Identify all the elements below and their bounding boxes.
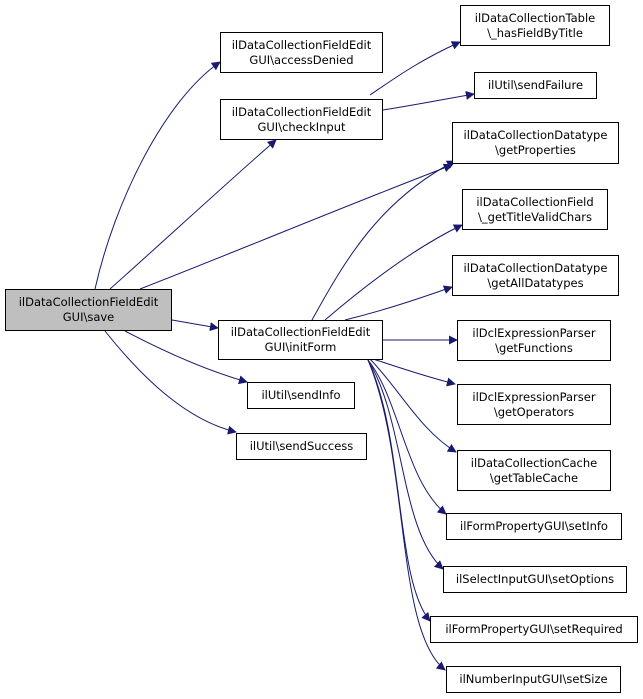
node-get-all-datatypes-line1: ilDataCollectionDatatype (463, 260, 608, 275)
edge-init-form-get-all-datatypes (344, 285, 453, 321)
edge-save-get-properties (139, 163, 453, 290)
node-get-operators-line1: ilDclExpressionParser (472, 389, 596, 404)
node-get-operators-line2: \getOperators (493, 404, 575, 419)
node-get-title-valid-chars[interactable]: ilDataCollectionField \_getTitleValidCha… (462, 189, 608, 230)
node-get-all-datatypes-line2: \getAllDatatypes (487, 275, 584, 290)
edge-check-input-has-field-by-title (369, 41, 461, 96)
node-get-properties-line2: \getProperties (495, 143, 576, 157)
node-save-line1: ilDataCollectionFieldEdit (18, 295, 159, 309)
edge-init-form-set-required (367, 359, 431, 622)
edge-init-form-get-operators (369, 357, 456, 387)
node-set-info-line1: ilFormPropertyGUI\setInfo (460, 519, 608, 533)
node-set-options-line1: ilSelectInputGUI\setOptions (455, 572, 615, 586)
node-init-form[interactable]: ilDataCollectionFieldEdit GUI\initForm (218, 320, 383, 360)
node-has-field-by-title-line1: ilDataCollectionTable (474, 10, 596, 25)
edge-save-send-info (124, 330, 248, 385)
node-access-denied-line1: ilDataCollectionFieldEdit (231, 37, 372, 52)
node-set-size[interactable]: ilNumberInputGUI\setSize (446, 666, 621, 693)
node-get-functions-line1: ilDclExpressionParser (472, 325, 596, 340)
node-save[interactable]: ilDataCollectionFieldEdit GUI\save (5, 289, 172, 331)
edge-save-send-success (104, 330, 237, 435)
edge-init-form-get-properties (311, 160, 456, 321)
node-send-success[interactable]: ilUtil\sendSuccess (236, 433, 367, 460)
node-send-failure[interactable]: ilUtil\sendFailure (474, 72, 597, 99)
node-init-form-line1: ilDataCollectionFieldEdit (230, 325, 371, 339)
edge-save-access-denied (94, 61, 221, 290)
node-get-functions[interactable]: ilDclExpressionParser \getFunctions (457, 320, 611, 361)
node-check-input-line2: GUI\checkInput (257, 119, 346, 134)
edge-init-form-set-info (367, 359, 447, 515)
node-get-functions-line2: \getFunctions (495, 340, 573, 355)
node-get-table-cache[interactable]: ilDataCollectionCache \getTableCache (457, 450, 611, 491)
edge-init-form-get-title-valid-chars (324, 224, 463, 321)
node-get-operators[interactable]: ilDclExpressionParser \getOperators (457, 384, 611, 425)
node-get-table-cache-line2: \getTableCache (489, 470, 579, 485)
node-send-failure-line1: ilUtil\sendFailure (487, 78, 584, 92)
node-get-title-valid-chars-line2: \_getTitleValidChars (478, 209, 592, 224)
node-check-input-line1: ilDataCollectionFieldEdit (231, 104, 372, 119)
node-send-success-line1: ilUtil\sendSuccess (249, 439, 354, 453)
node-get-all-datatypes[interactable]: ilDataCollectionDatatype \getAllDatatype… (452, 255, 619, 296)
node-set-size-line1: ilNumberInputGUI\setSize (459, 672, 608, 686)
node-set-info[interactable]: ilFormPropertyGUI\setInfo (446, 513, 622, 540)
node-has-field-by-title[interactable]: ilDataCollectionTable \_hasFieldByTitle (460, 5, 610, 46)
node-get-table-cache-line1: ilDataCollectionCache (470, 455, 598, 470)
edge-init-form-get-table-cache (369, 358, 457, 453)
edge-init-form-set-options (367, 359, 444, 570)
edge-save-init-form (171, 319, 219, 332)
node-send-info[interactable]: ilUtil\sendInfo (247, 382, 355, 409)
node-send-info-line1: ilUtil\sendInfo (261, 388, 341, 402)
node-get-properties-line1: ilDataCollectionDatatype (463, 128, 608, 142)
node-get-properties[interactable]: ilDataCollectionDatatype \getProperties (452, 122, 619, 164)
node-set-required[interactable]: ilFormPropertyGUI\setRequired (430, 616, 638, 643)
node-has-field-by-title-line2: \_hasFieldByTitle (487, 25, 583, 40)
node-save-line2: GUI\save (62, 310, 115, 324)
edge-check-input-send-failure (382, 90, 475, 111)
edge-save-check-input (109, 139, 277, 290)
node-init-form-line2: GUI\initForm (264, 340, 337, 354)
node-access-denied-line2: GUI\accessDenied (249, 52, 354, 67)
node-get-title-valid-chars-line1: ilDataCollectionField (476, 194, 594, 209)
node-access-denied[interactable]: ilDataCollectionFieldEdit GUI\accessDeni… (220, 32, 383, 73)
node-set-required-line1: ilFormPropertyGUI\setRequired (445, 622, 623, 636)
node-set-options[interactable]: ilSelectInputGUI\setOptions (443, 566, 627, 593)
edge-init-form-set-size (367, 359, 446, 671)
node-check-input[interactable]: ilDataCollectionFieldEdit GUI\checkInput (220, 99, 383, 140)
